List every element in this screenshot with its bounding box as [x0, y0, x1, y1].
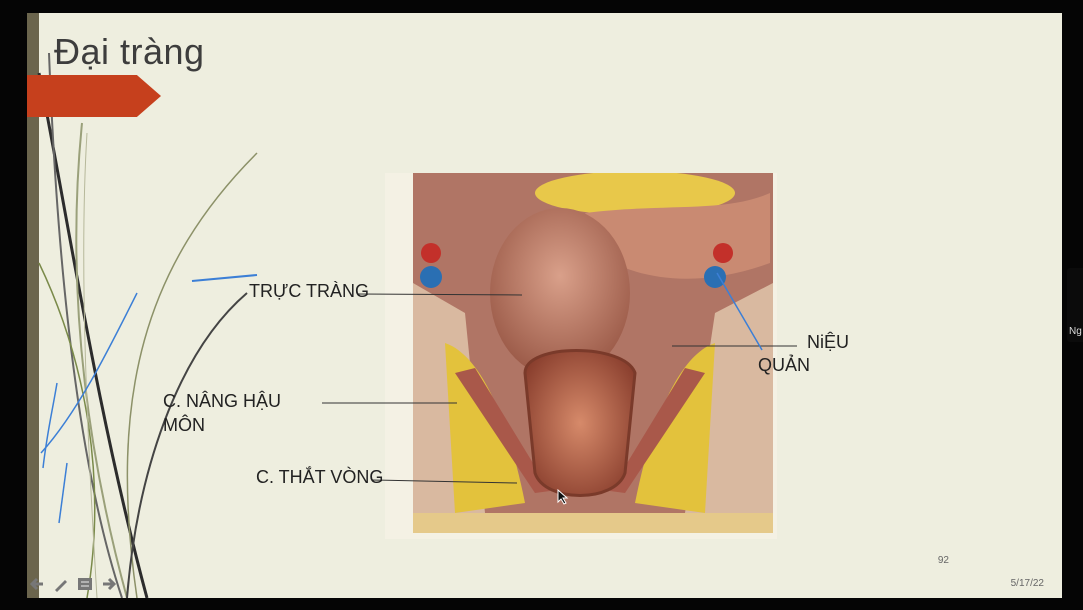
slideshow-nav-toolbar: [27, 574, 119, 594]
pen-icon[interactable]: [51, 574, 71, 594]
label-that-vong: C. THẮT VÒNG: [256, 467, 384, 487]
label-quan: QUẢN: [758, 355, 811, 375]
slide-decoration: [37, 52, 258, 598]
label-nang-hau-mon-1: C. NÂNG HẬU: [163, 391, 282, 411]
pen-stroke: [58, 462, 68, 524]
pen-stroke: [191, 274, 258, 282]
forward-arrow-icon[interactable]: [99, 574, 119, 594]
pen-stroke: [42, 382, 58, 469]
slide-title: Đại tràng: [54, 31, 205, 72]
title-accent-arrow: [27, 75, 161, 117]
anatomy-illustration: [385, 173, 777, 539]
menu-icon[interactable]: [75, 574, 95, 594]
slide-date: 5/17/22: [1010, 578, 1044, 589]
label-nieu: NiỆU: [807, 332, 850, 352]
slide-left-bar: [27, 13, 39, 598]
back-arrow-icon[interactable]: [27, 574, 47, 594]
label-truc-trang: TRỰC TRÀNG: [249, 281, 370, 301]
pen-stroke: [40, 292, 138, 454]
slide-number: 92: [937, 555, 949, 566]
label-nang-hau-mon-2: MÔN: [163, 415, 205, 435]
presentation-slide: Đại tràng: [27, 13, 1062, 598]
side-panel-text: Ng: [1069, 326, 1082, 337]
mouse-cursor-icon: [557, 489, 569, 505]
side-panel-tab[interactable]: Ng: [1067, 268, 1083, 342]
